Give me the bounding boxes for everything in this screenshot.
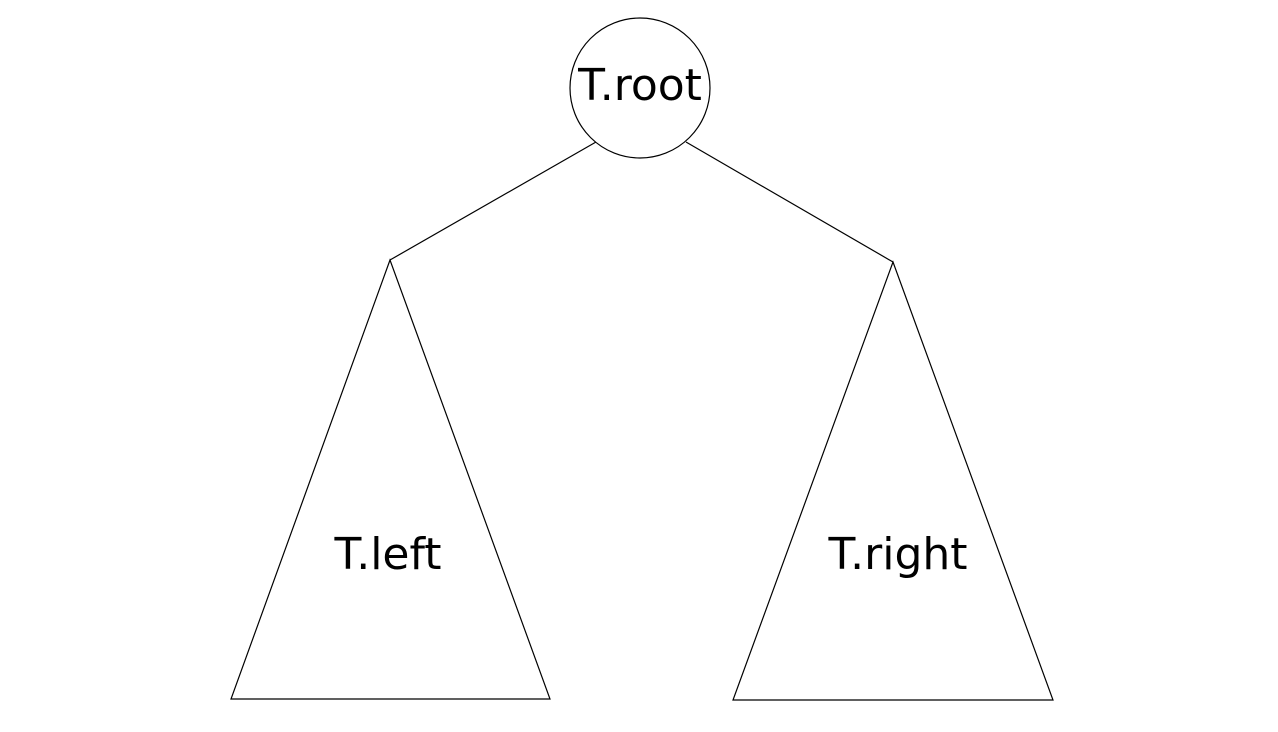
root-node-circle <box>569 17 711 159</box>
edge-root-to-right <box>685 141 894 263</box>
right-subtree-triangle <box>732 260 1054 701</box>
left-subtree-triangle <box>230 258 551 700</box>
edge-root-to-left <box>389 141 597 261</box>
left-subtree-label: T.left <box>334 529 442 580</box>
right-subtree-label: T.right <box>827 529 967 580</box>
root-label: T.root <box>577 60 702 111</box>
